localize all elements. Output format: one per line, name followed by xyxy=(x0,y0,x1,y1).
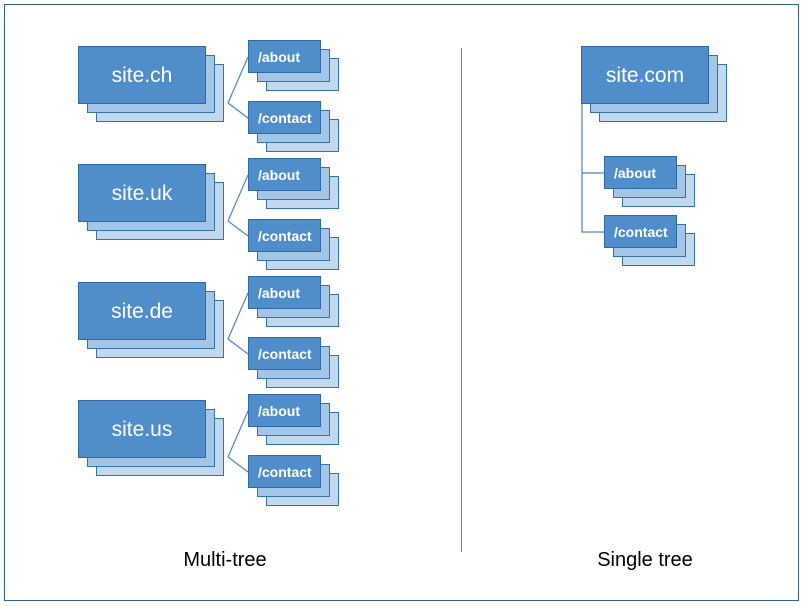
card-front: /contact xyxy=(604,215,677,248)
node-label: site.ch xyxy=(111,63,173,87)
node-label: /about xyxy=(258,284,300,301)
node-site-ch[interactable]: site.ch xyxy=(78,46,224,122)
node-site-de-about[interactable]: /about xyxy=(248,276,339,327)
connector-site-uk-contact xyxy=(227,220,249,237)
node-label: /contact xyxy=(258,109,312,126)
caption-multi-tree: Multi-tree xyxy=(183,549,267,571)
node-label: /about xyxy=(258,166,300,183)
node-site-uk-contact[interactable]: /contact xyxy=(248,219,339,270)
caption-single-tree: Single tree xyxy=(597,549,693,571)
node-label: /contact xyxy=(614,223,668,240)
connector-site-com-contact xyxy=(581,173,604,233)
connector-site-de-contact xyxy=(227,338,249,355)
card-front: /about xyxy=(248,394,321,427)
card-front: /contact xyxy=(248,101,321,134)
connector-site-us-about xyxy=(227,410,249,458)
card-front: site.com xyxy=(581,46,709,104)
node-site-us-contact[interactable]: /contact xyxy=(248,455,339,506)
node-site-uk[interactable]: site.uk xyxy=(78,164,224,240)
card-front: site.ch xyxy=(78,46,206,104)
node-site-uk-about[interactable]: /about xyxy=(248,158,339,209)
node-site-de-contact[interactable]: /contact xyxy=(248,337,339,388)
card-front: /about xyxy=(248,158,321,191)
node-label: /about xyxy=(258,48,300,65)
connector-site-ch-about xyxy=(227,56,249,104)
node-site-us-about[interactable]: /about xyxy=(248,394,339,445)
connector-site-us-contact xyxy=(227,456,249,473)
node-label: /about xyxy=(258,402,300,419)
node-label: /contact xyxy=(258,463,312,480)
card-front: site.uk xyxy=(78,164,206,222)
node-site-com[interactable]: site.com xyxy=(581,46,727,122)
node-site-com-contact[interactable]: /contact xyxy=(604,215,695,266)
connector-site-uk-about xyxy=(227,174,249,222)
node-label: /contact xyxy=(258,345,312,362)
node-site-com-about[interactable]: /about xyxy=(604,156,695,207)
node-label: site.us xyxy=(111,417,173,441)
card-front: /about xyxy=(248,276,321,309)
card-front: /about xyxy=(248,40,321,73)
node-site-de[interactable]: site.de xyxy=(78,282,224,358)
card-front: site.de xyxy=(78,282,206,340)
node-site-ch-about[interactable]: /about xyxy=(248,40,339,91)
node-label: /contact xyxy=(258,227,312,244)
card-front: /contact xyxy=(248,337,321,370)
card-front: /about xyxy=(604,156,677,189)
node-label: site.uk xyxy=(111,181,173,205)
node-site-ch-contact[interactable]: /contact xyxy=(248,101,339,152)
card-front: /contact xyxy=(248,455,321,488)
card-front: site.us xyxy=(78,400,206,458)
card-front: /contact xyxy=(248,219,321,252)
node-label: site.de xyxy=(111,299,173,323)
panel-divider xyxy=(461,48,462,552)
node-label: /about xyxy=(614,164,656,181)
node-site-us[interactable]: site.us xyxy=(78,400,224,476)
connector-site-ch-contact xyxy=(227,102,249,119)
node-label: site.com xyxy=(605,63,685,87)
connector-site-de-about xyxy=(227,292,249,340)
